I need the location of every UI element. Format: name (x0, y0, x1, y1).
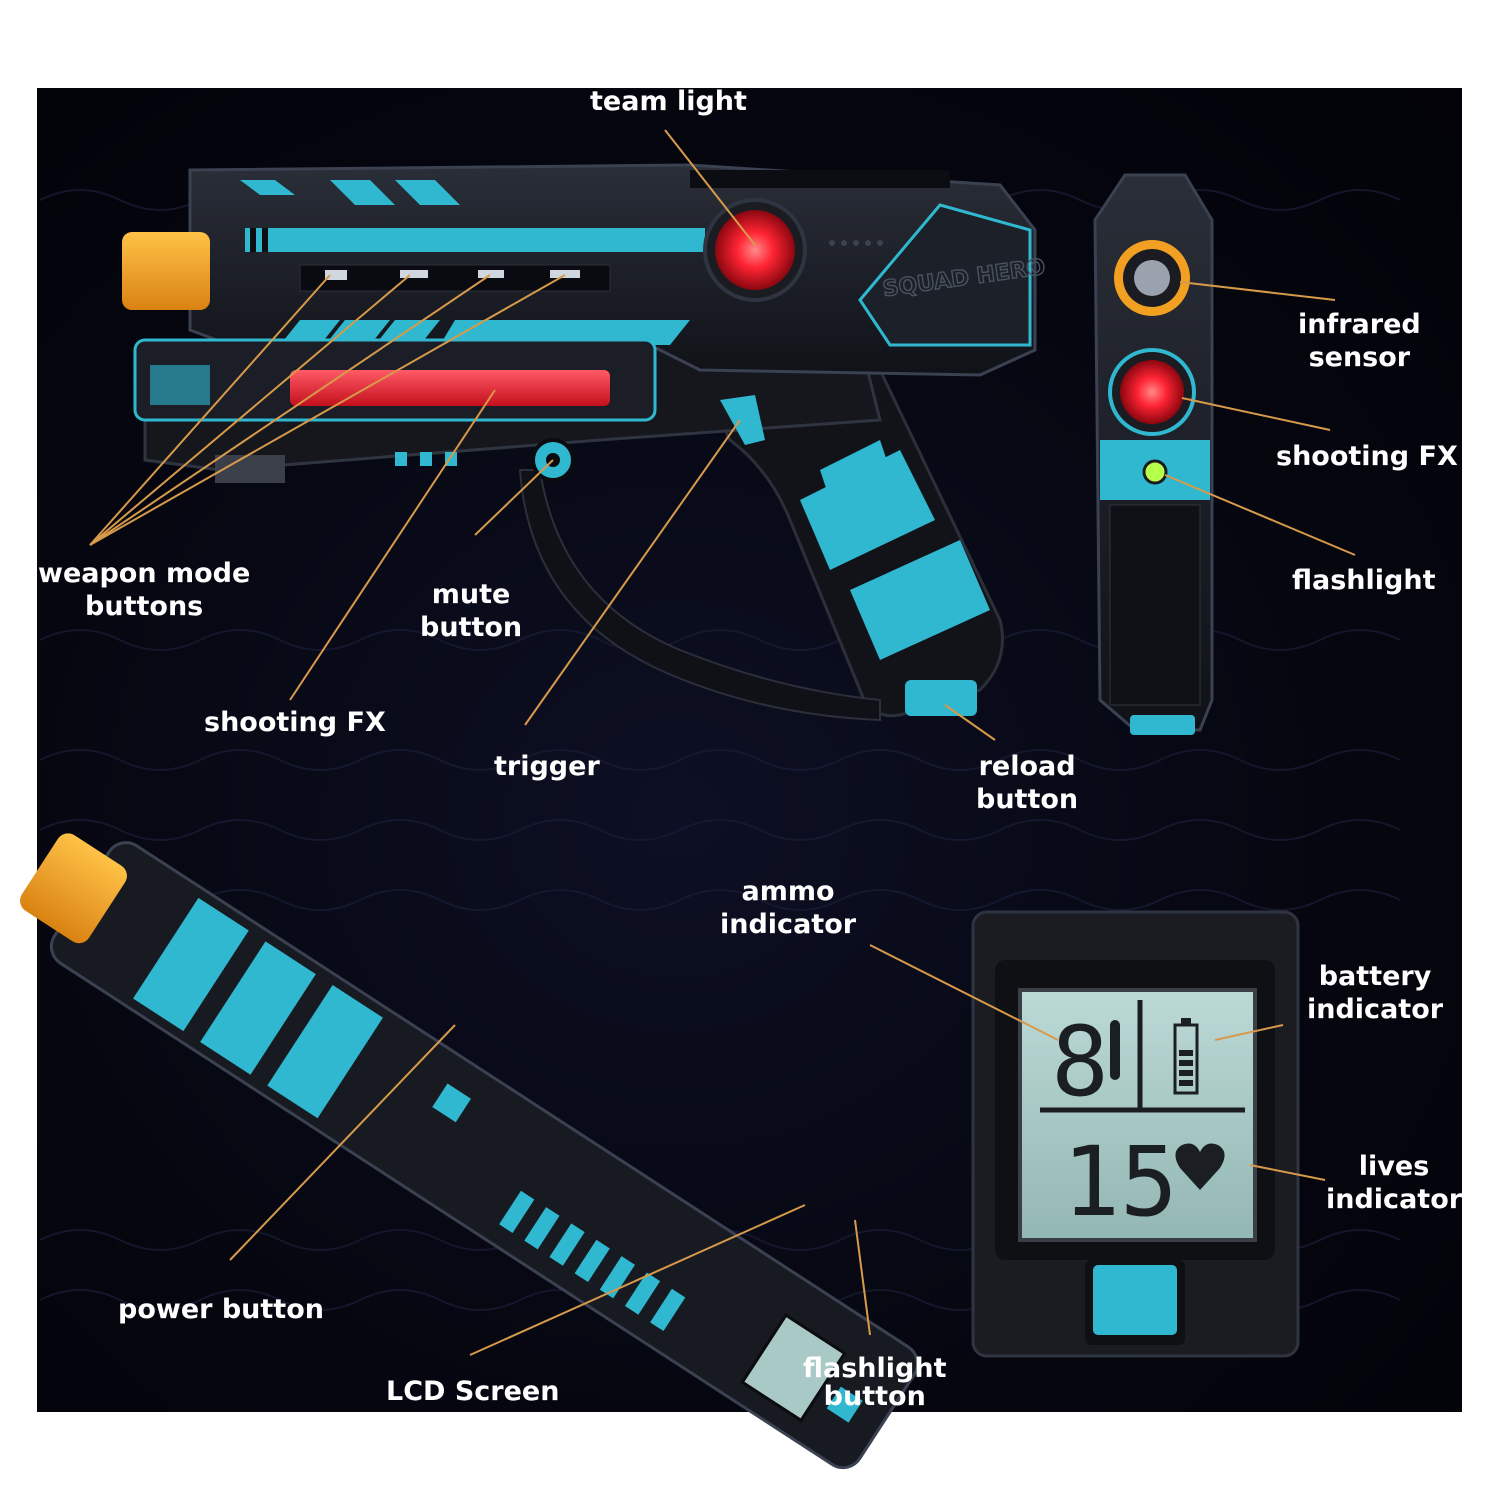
flashlight (1142, 459, 1168, 485)
pistol-icon[interactable] (325, 270, 347, 280)
trigger[interactable] (720, 395, 765, 445)
blaster-side-view: SQUAD HERO (122, 163, 1048, 722)
label-shooting-fx-front: shooting FX (1276, 441, 1458, 472)
label-lcd-screen: LCD Screen (386, 1376, 560, 1407)
rifle-icon[interactable] (400, 270, 428, 278)
trigger-guard (518, 469, 881, 722)
bullet-icon (1110, 1020, 1120, 1080)
shotgun-icon[interactable] (478, 270, 504, 278)
reload-button[interactable] (905, 680, 977, 716)
lcd-screen-small (740, 1313, 847, 1423)
label-team-light: team light (590, 86, 747, 117)
label-flashlight: flashlight (1292, 565, 1436, 596)
launcher-icon[interactable] (550, 270, 580, 278)
ammo-value: 8 (1051, 1006, 1109, 1118)
battery-icon (1173, 1018, 1199, 1095)
blaster-top-view (20, 833, 919, 1470)
lives-value: 15 (1062, 1126, 1178, 1238)
weapon-mode-buttons[interactable] (325, 270, 580, 280)
barrel-tip (122, 232, 210, 310)
power-button[interactable] (432, 1083, 471, 1123)
shooting-fx-bar (290, 370, 610, 406)
blaster-front-view (1093, 173, 1214, 735)
heart-icon (1175, 1143, 1225, 1190)
flashlight-button[interactable] (1093, 1265, 1177, 1335)
leader-lines (89, 129, 1356, 1356)
lcd-closeup: 8 15 (971, 910, 1300, 1358)
flashlight-button-small[interactable] (826, 1386, 863, 1423)
label-shooting-fx: shooting FX (204, 707, 386, 738)
label-trigger: trigger (494, 751, 600, 782)
label-power-button: power button (118, 1294, 324, 1325)
